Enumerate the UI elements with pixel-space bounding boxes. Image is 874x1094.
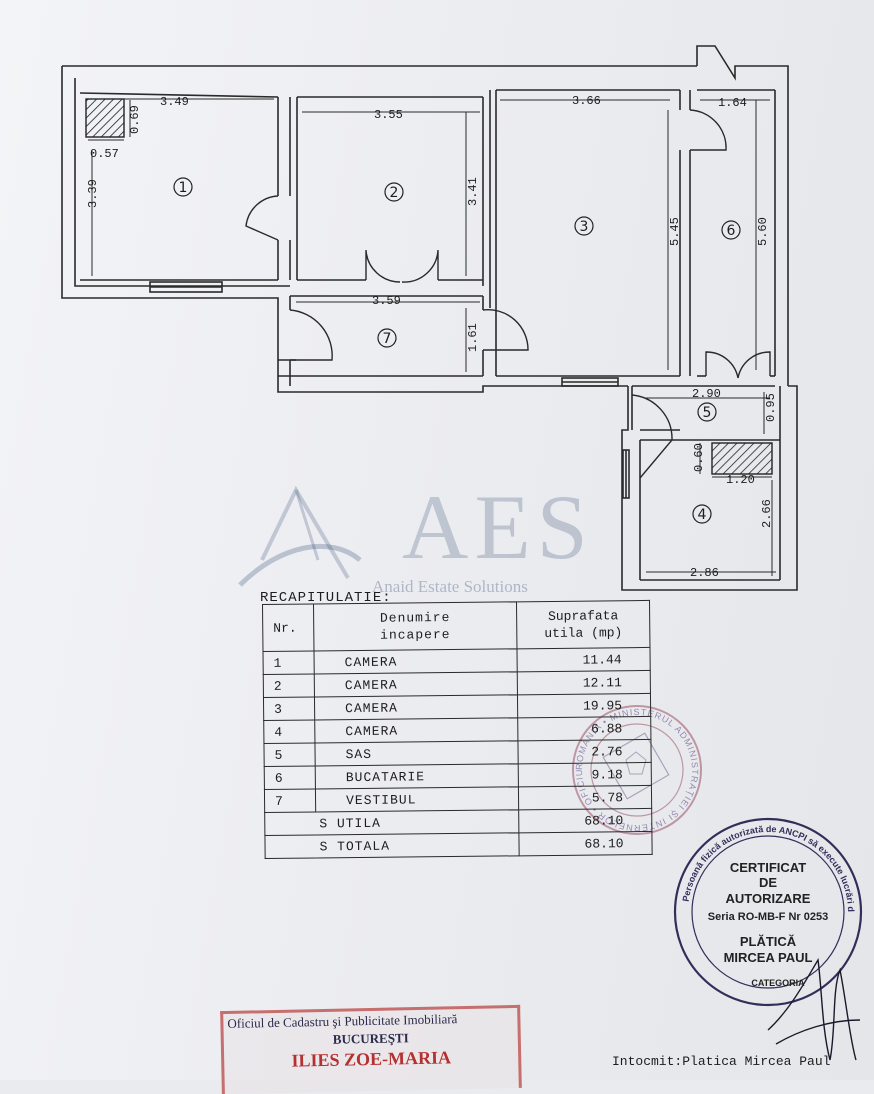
dimension-labels: 3.49 3.39 0.57 0.69 3.55 3.41 3.66 5.45 … bbox=[86, 94, 778, 580]
header-nr: Nr. bbox=[262, 603, 314, 652]
dim-room5-width: 2.90 bbox=[692, 387, 721, 401]
dim-shaft4-height: 0.60 bbox=[692, 443, 706, 472]
ocpi-rect-line3: ILIES ZOE-MARIA bbox=[291, 1047, 452, 1071]
cert-line2: DE bbox=[758, 875, 778, 890]
recap-title: RECAPITULATIE: bbox=[260, 590, 392, 606]
dim-shaft1-height: 0.69 bbox=[128, 105, 142, 134]
room-number-6: 6 bbox=[727, 223, 736, 239]
dim-room6-height: 5.60 bbox=[756, 217, 770, 246]
dim-room6-width: 1.64 bbox=[718, 96, 747, 110]
cert-line6: MIRCEA PAUL bbox=[723, 950, 813, 965]
room-number-4: 4 bbox=[698, 507, 707, 523]
dim-room4-height: 2.66 bbox=[760, 499, 774, 528]
ocpi-rect-stamp: Oficiul de Cadastru şi Publicitate Imobi… bbox=[220, 1004, 522, 1094]
dim-shaft1-width: 0.57 bbox=[90, 147, 119, 161]
dim-room2-width: 3.55 bbox=[374, 108, 403, 122]
room-number-7: 7 bbox=[383, 331, 392, 347]
door-swings bbox=[245, 109, 771, 479]
shaft-hatch-1 bbox=[85, 98, 125, 138]
aes-watermark: AES Anaid Estate Solutions bbox=[238, 476, 594, 596]
room-number-1: 1 bbox=[179, 180, 188, 196]
certificate-stamp: CERTIFICAT DE AUTORIZARE Seria RO-MB-F N… bbox=[672, 838, 864, 998]
room-number-3: 3 bbox=[580, 219, 589, 235]
shaft-hatch-4 bbox=[711, 442, 773, 475]
dim-room3-height: 5.45 bbox=[668, 217, 682, 246]
dim-room1-width: 3.49 bbox=[160, 95, 189, 109]
room-numbers: 1 2 3 4 5 6 7 bbox=[173, 177, 741, 524]
signature bbox=[767, 957, 861, 1061]
watermark-tagline: Anaid Estate Solutions bbox=[372, 577, 528, 596]
cert-line3: AUTORIZARE bbox=[725, 891, 811, 906]
cert-line5: PLĂTICĂ bbox=[739, 934, 797, 949]
dim-room5-height: 0.95 bbox=[764, 393, 778, 422]
dim-shaft4-width: 1.20 bbox=[726, 473, 755, 487]
room-number-2: 2 bbox=[390, 185, 399, 201]
cert-line4: Seria RO-MB-F Nr 0253 bbox=[707, 911, 829, 923]
dim-room3-width: 3.66 bbox=[572, 94, 601, 108]
dim-room7-width: 3.59 bbox=[372, 294, 401, 308]
dim-room4-width: 2.86 bbox=[690, 566, 719, 580]
prepared-by: Intocmit:Platica Mircea Paul bbox=[612, 1054, 831, 1069]
outer-walls bbox=[61, 45, 798, 591]
dimension-lines bbox=[88, 98, 776, 576]
watermark-brand: AES bbox=[402, 476, 594, 578]
room-number-5: 5 bbox=[703, 405, 712, 421]
dim-room2-height: 3.41 bbox=[466, 177, 480, 206]
dim-room1-height: 3.39 bbox=[86, 179, 100, 208]
cert-category: CATEGORIA bbox=[751, 978, 805, 988]
dim-room7-height: 1.61 bbox=[466, 323, 480, 352]
cert-line1: CERTIFICAT bbox=[729, 860, 807, 875]
